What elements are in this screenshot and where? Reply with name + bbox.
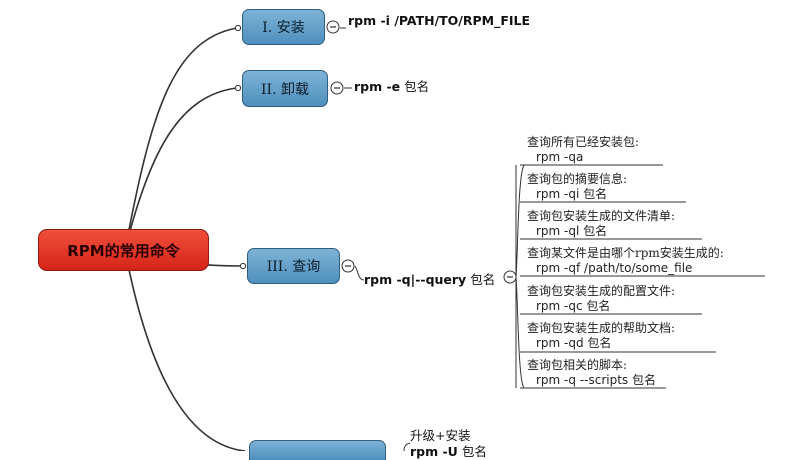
- uninstall-command-text: rpm -e: [354, 79, 401, 94]
- branch-query-label: III. 查询: [266, 259, 321, 275]
- branch-uninstall-label: II. 卸载: [261, 81, 309, 98]
- query-item-desc: 查询包相关的脚本:: [527, 358, 628, 372]
- query-item-desc: 查询包安装生成的帮助文档:: [527, 321, 676, 335]
- query-item[interactable]: 查询包相关的脚本: rpm -q --scripts 包名: [527, 358, 656, 388]
- query-item-cmd: rpm -qd 包名: [536, 336, 612, 350]
- query-item-cmd: rpm -qf /path/to/some_file: [536, 261, 693, 275]
- uninstall-command-suffix: 包名: [404, 79, 430, 94]
- query-item[interactable]: 查询包安装生成的配置文件: rpm -qc 包名: [527, 284, 675, 314]
- collapse-query-items-icon[interactable]: [503, 270, 517, 287]
- query-item-desc: 查询所有已经安装包:: [527, 135, 640, 149]
- query-item-desc: 查询包的摘要信息:: [527, 172, 628, 186]
- query-item-cmd: rpm -ql 包名: [536, 224, 608, 238]
- query-item[interactable]: 查询包的摘要信息: rpm -qi 包名: [527, 172, 627, 202]
- query-item[interactable]: 查询包安装生成的帮助文档: rpm -qd 包名: [527, 321, 675, 351]
- upgrade-command-suffix: 包名: [461, 444, 487, 459]
- query-item[interactable]: 查询某文件是由哪个rpm安装生成的: rpm -qf /path/to/some…: [527, 246, 724, 276]
- query-item-desc: 查询包安装生成的配置文件:: [527, 284, 676, 298]
- collapse-query-icon[interactable]: [341, 259, 355, 276]
- collapse-uninstall-icon[interactable]: [330, 81, 344, 98]
- branch-uninstall[interactable]: II. 卸载: [242, 70, 328, 107]
- query-item-desc: 查询某文件是由哪个rpm安装生成的:: [527, 246, 724, 260]
- query-item-cmd: rpm -q --scripts 包名: [536, 373, 656, 387]
- query-item[interactable]: 查询包安装生成的文件清单: rpm -ql 包名: [527, 209, 675, 239]
- install-command-text: rpm -i /PATH/TO/RPM_FILE: [348, 13, 531, 28]
- query-item-cmd: rpm -qi 包名: [536, 187, 608, 201]
- collapse-install-icon[interactable]: [326, 20, 340, 37]
- upgrade-desc: 升级+安装: [410, 428, 471, 443]
- root-node[interactable]: RPM的常用命令: [38, 229, 209, 271]
- branch-install[interactable]: I. 安装: [242, 9, 325, 45]
- query-item-cmd: rpm -qc 包名: [536, 299, 611, 313]
- branch-query[interactable]: III. 查询: [247, 248, 340, 284]
- query-item-desc: 查询包安装生成的文件清单:: [527, 209, 676, 223]
- upgrade-command-text: rpm -U: [410, 444, 458, 459]
- branch-upgrade[interactable]: [249, 440, 386, 460]
- install-command: rpm -i /PATH/TO/RPM_FILE: [348, 13, 530, 28]
- branch-install-label: I. 安装: [262, 20, 305, 36]
- query-item[interactable]: 查询所有已经安装包: rpm -qa: [527, 135, 639, 165]
- root-label: RPM的常用命令: [67, 241, 180, 260]
- query-command-text: rpm -q|--query: [364, 272, 467, 287]
- uninstall-command: rpm -e 包名: [354, 76, 429, 95]
- query-item-cmd: rpm -qa: [536, 150, 584, 164]
- query-command: rpm -q|--query 包名: [364, 269, 495, 288]
- query-command-suffix: 包名: [470, 272, 496, 287]
